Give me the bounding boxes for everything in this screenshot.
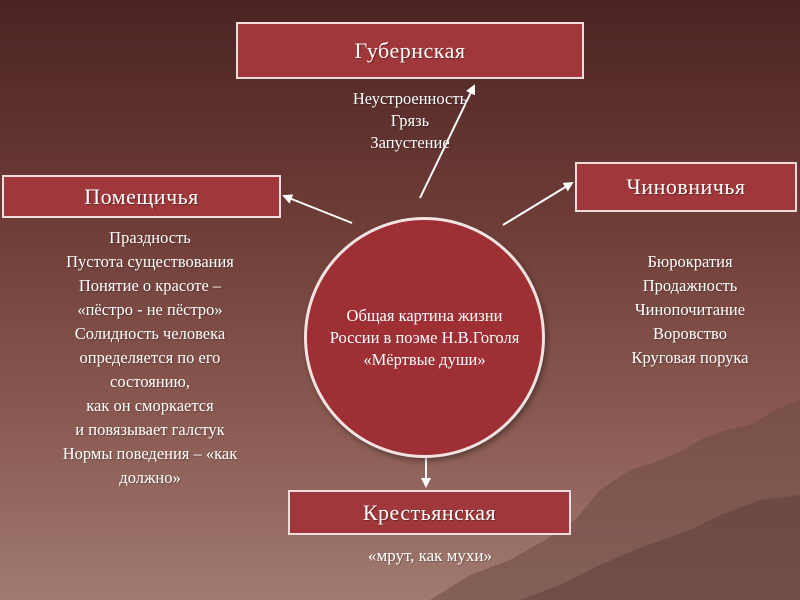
list-item: Воровство [653, 324, 727, 343]
node-krestyanskaya-items: «мрут, как мухи» [300, 546, 560, 566]
list-item: Запустение [370, 133, 450, 152]
list-item: Пустота существования [66, 252, 234, 271]
list-item: как он сморкается [86, 396, 214, 415]
list-item: «пёстро - не пёстро» [77, 300, 223, 319]
list-item: Круговая порука [631, 348, 749, 367]
list-item: Бюрократия [647, 252, 733, 271]
arrow-to-left [282, 194, 353, 224]
list-item: и повязывает галстук [75, 420, 225, 439]
center-circle: Общая картина жизни России в поэме Н.В.Г… [304, 217, 545, 458]
node-gubernskaya-items: Неустроенность Грязь Запустение [305, 88, 515, 154]
arrow-to-top [419, 84, 476, 199]
node-pomeshchya-title: Помещичья [84, 183, 199, 209]
list-item: Праздность [109, 228, 191, 247]
arrow-to-right [502, 181, 574, 226]
node-pomeshchya: Помещичья [2, 175, 281, 218]
node-gubernskaya: Губернская [236, 22, 584, 79]
list-item: Нормы поведения – «как [62, 444, 238, 463]
list-item: Грязь [390, 111, 430, 130]
center-line: России в поэме Н.В.Гоголя [329, 327, 520, 347]
node-krestyanskaya: Крестьянская [288, 490, 571, 535]
node-pomeshchya-items: Праздность Пустота существования Понятие… [20, 226, 280, 490]
node-chinovnichya-title: Чиновничья [626, 174, 746, 199]
list-item: определяется по его [79, 348, 221, 367]
center-text: Общая картина жизни России в поэме Н.В.Г… [330, 305, 520, 371]
center-line: Общая картина жизни [346, 305, 503, 325]
node-chinovnichya-items: Бюрократия Продажность Чинопочитание Вор… [590, 250, 790, 370]
list-item: Понятие о красоте – [78, 276, 222, 295]
node-gubernskaya-title: Губернская [354, 37, 466, 63]
list-item: Чинопочитание [634, 300, 746, 319]
list-item: состоянию, [110, 372, 190, 391]
list-item: Солидность человека [74, 324, 226, 343]
list-item: Неустроенность [352, 89, 468, 108]
list-item: должно» [119, 468, 181, 487]
list-item: Продажность [642, 276, 738, 295]
center-line: «Мёртвые души» [363, 349, 486, 369]
list-item: «мрут, как мухи» [367, 546, 493, 565]
node-krestyanskaya-title: Крестьянская [362, 499, 497, 525]
node-chinovnichya: Чиновничья [575, 162, 797, 212]
